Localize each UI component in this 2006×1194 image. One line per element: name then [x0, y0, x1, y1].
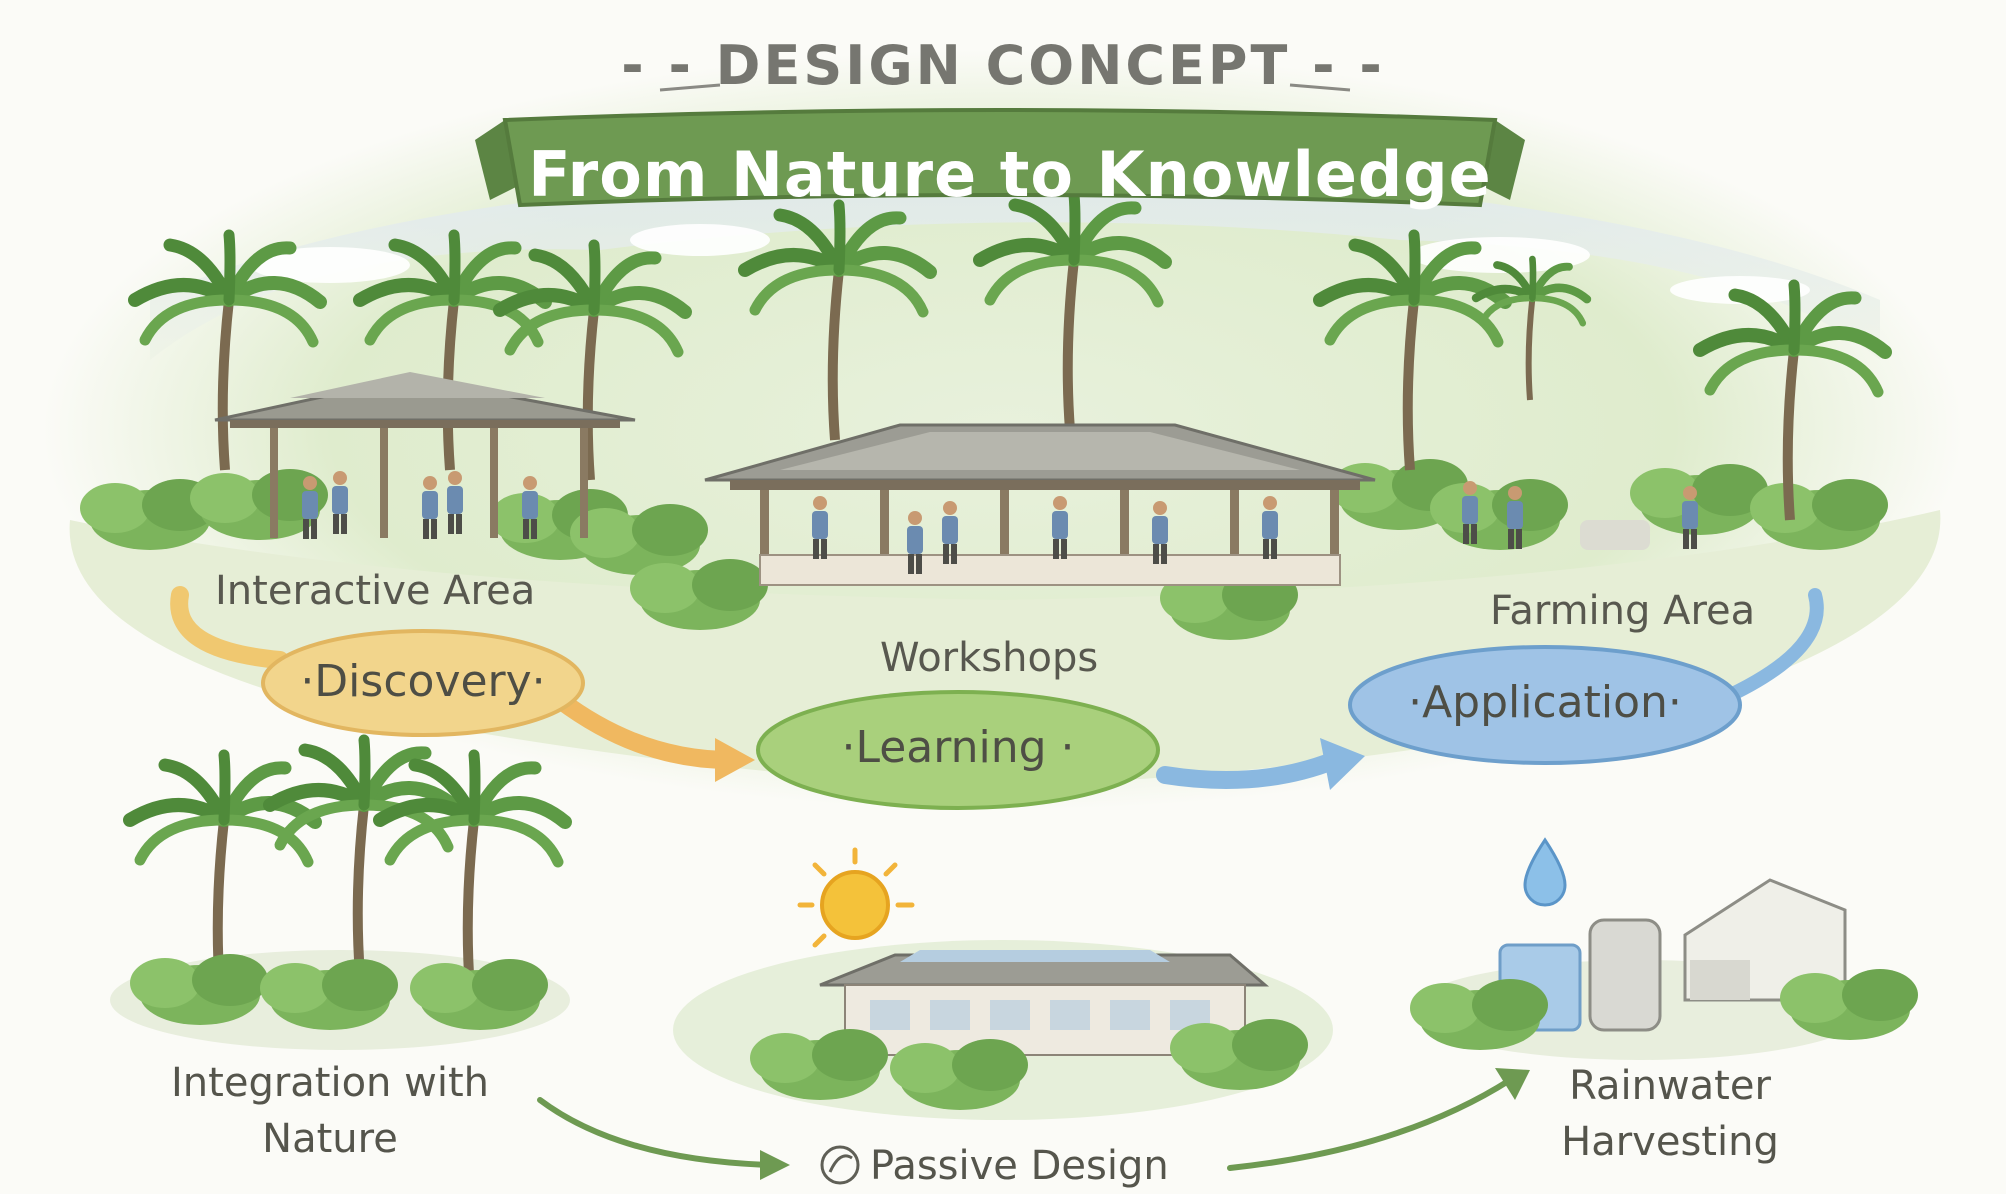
passive-design-vignette — [673, 847, 1333, 1120]
page-title: From Nature to Knowledge — [528, 138, 1492, 211]
stage-label-learning: ·Learning · — [841, 722, 1075, 773]
zone-label-workshops: Workshops — [880, 635, 1099, 681]
zone-label-interactive: Interactive Area — [215, 568, 536, 614]
discovery-pill — [261, 629, 585, 737]
nature-vignette — [110, 740, 570, 1050]
title-banner — [475, 108, 1525, 208]
title-divider-right — [1289, 83, 1351, 92]
section-eyebrow: - - DESIGN CONCEPT - - — [621, 34, 1385, 97]
water-drop-icon — [1523, 837, 1567, 907]
zone-label-farming: Farming Area — [1490, 588, 1756, 634]
bottom-flow-arrows — [537, 1068, 1530, 1180]
feature-rain-line2: Harvesting — [1561, 1119, 1779, 1165]
left-pavilion — [214, 372, 636, 539]
stage-label-discovery: ·Discovery· — [300, 656, 546, 707]
workshop-pavilion — [704, 423, 1376, 586]
sun-icon — [820, 870, 890, 940]
feature-nature-line1: Integration with — [171, 1060, 489, 1106]
sky-band — [150, 170, 1880, 360]
feature-nature-line2: Nature — [262, 1116, 398, 1162]
feature-rain-line1: Rainwater — [1569, 1063, 1771, 1109]
application-pill — [1348, 645, 1742, 765]
rainwater-vignette — [1410, 837, 1918, 1060]
feature-label-passive: Passive Design — [870, 1143, 1169, 1189]
title-divider-left — [659, 83, 721, 92]
feature-label-nature: Integration with Nature — [140, 1055, 520, 1167]
learning-pill — [756, 690, 1160, 810]
feature-label-rainwater: Rainwater Harvesting — [1510, 1058, 1830, 1170]
flow-arrows — [170, 586, 1824, 790]
stage-label-application: ·Application· — [1408, 677, 1682, 728]
leaf-icon — [820, 1145, 860, 1185]
farming-scene — [1462, 481, 1698, 550]
